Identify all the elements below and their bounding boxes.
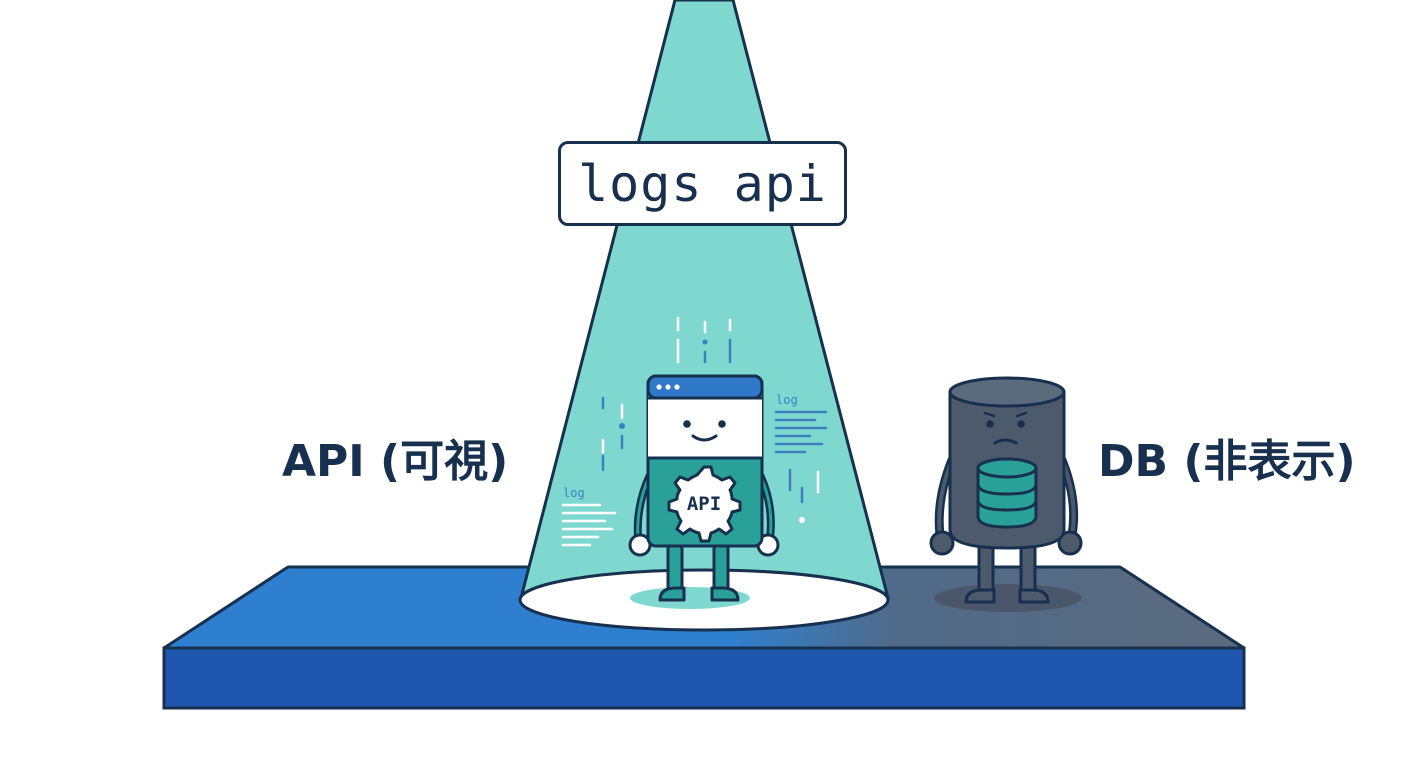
api-foot-right — [710, 586, 740, 602]
db-hidden-label: DB (非表示) — [1098, 436, 1356, 487]
sparkle-dashes — [601, 316, 820, 523]
log-notes: log log — [561, 316, 828, 547]
db-hand-right — [1057, 530, 1083, 556]
api-foot-left — [658, 586, 686, 602]
title-label: logs api — [558, 141, 847, 226]
db-foot-left — [964, 588, 996, 604]
db-hand-left — [929, 530, 955, 556]
api-titlebar — [646, 374, 764, 400]
api-eye-right — [718, 420, 726, 428]
database-icon — [976, 457, 1038, 529]
api-head — [648, 396, 762, 458]
log-note-lines-left — [561, 503, 617, 547]
api-visible-label: API (可視) — [282, 436, 509, 487]
log-note-label-left: log — [563, 486, 585, 500]
db-top — [948, 376, 1066, 408]
api-smile — [691, 434, 718, 442]
api-eye-left — [683, 420, 691, 428]
db-eye-left — [986, 420, 994, 428]
api-window-dot — [674, 384, 680, 390]
db-foot-right — [1018, 588, 1050, 604]
db-eye-right — [1017, 420, 1025, 428]
api-character: API — [628, 374, 780, 602]
api-window-dot — [665, 384, 671, 390]
log-note-lines-right — [774, 410, 828, 454]
api-badge-text: API — [687, 493, 721, 515]
db-character — [929, 376, 1083, 612]
gear-icon — [667, 465, 742, 543]
db-frown — [993, 438, 1018, 445]
api-window-dot — [656, 384, 662, 390]
log-note-label-right: log — [776, 393, 798, 407]
db-shadow — [934, 584, 1082, 612]
stage-front — [162, 646, 1246, 710]
